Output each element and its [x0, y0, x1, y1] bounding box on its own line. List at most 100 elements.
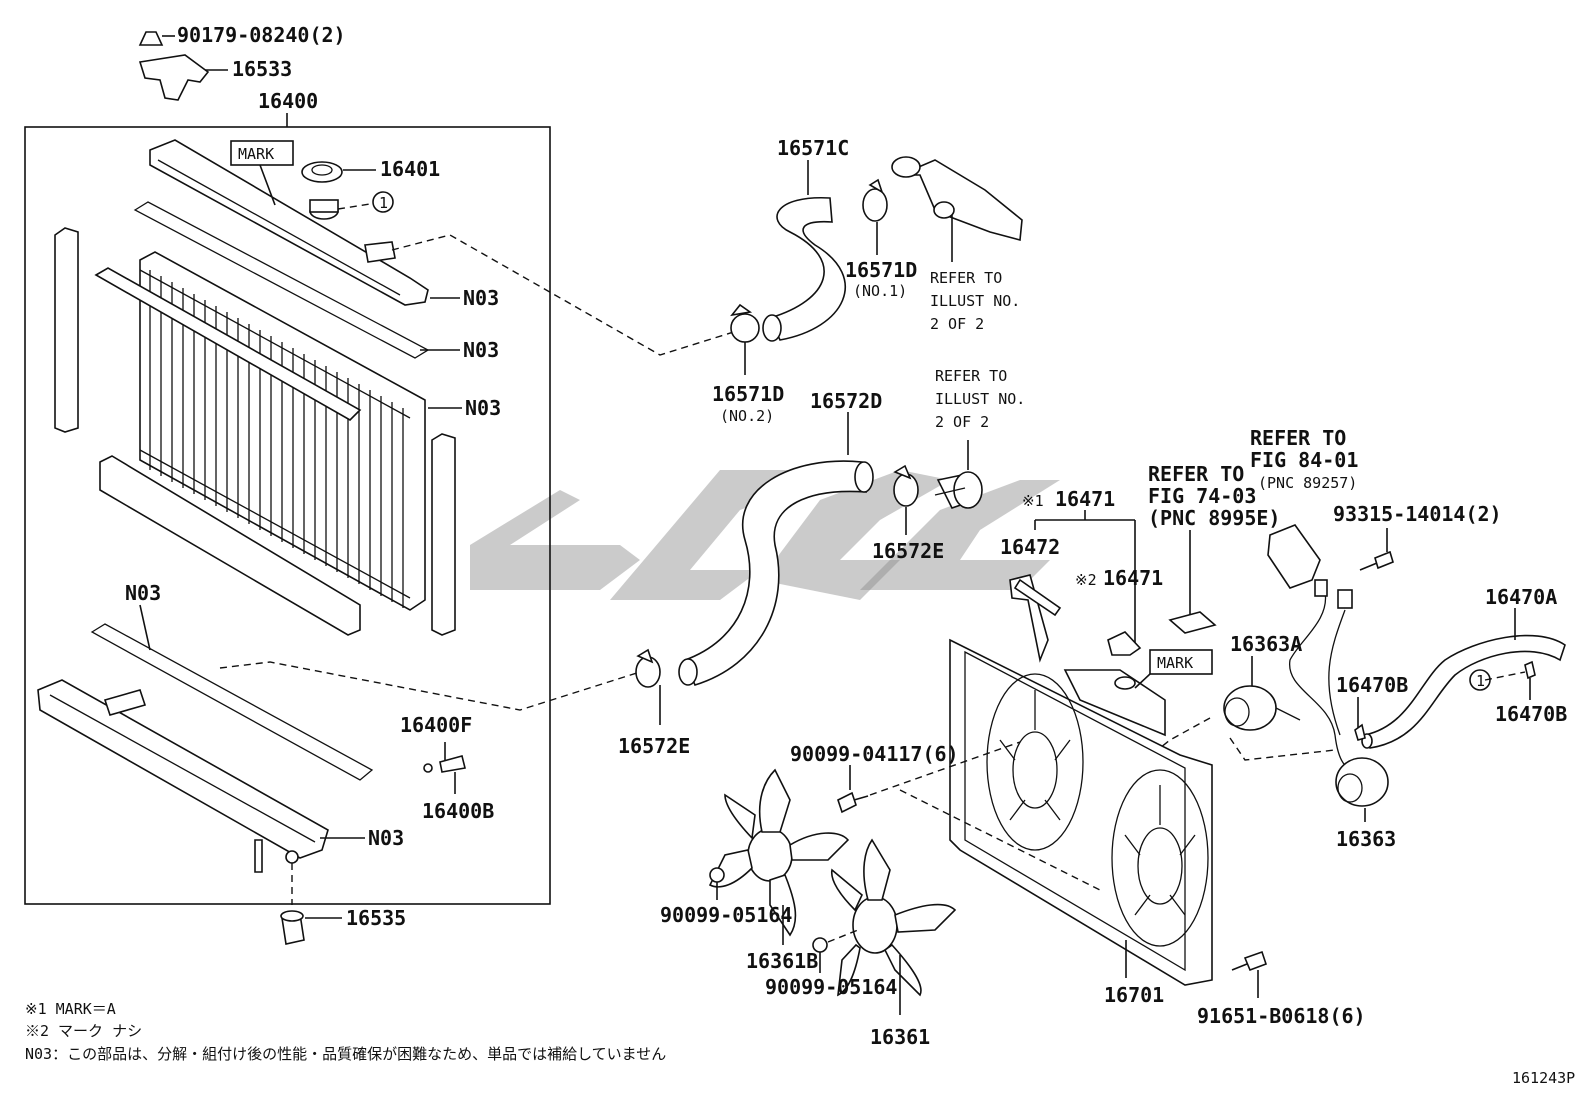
label-16471-mark1: 16471 — [1055, 487, 1115, 511]
svg-text:1: 1 — [1476, 672, 1485, 690]
clamp-16572E-lower-icon — [635, 648, 661, 688]
footnote-3: N03：この部品は、分解・組付け後の性能・品質確保が困難なため、単品では補給して… — [25, 1045, 666, 1063]
label-16401: 16401 — [380, 157, 440, 181]
fan-mark-label: MARK — [1157, 654, 1193, 672]
callout-1-top — [372, 191, 394, 213]
label-plate-icon — [1168, 611, 1217, 634]
fan-relay-icon — [1267, 524, 1321, 589]
label-16571D-no1: 16571D — [845, 258, 917, 282]
fan-shroud-16701-icon — [949, 574, 1213, 986]
refer-note-4-line1: REFER TO — [1250, 426, 1346, 450]
label-93315: 93315-14014(2) — [1333, 502, 1502, 526]
label-16470A: 16470A — [1485, 585, 1557, 609]
refer-note-3-line3: (PNC 8995E) — [1148, 506, 1280, 530]
svg-text:1: 1 — [379, 194, 388, 212]
label-16572E-upper: 16572E — [872, 539, 944, 563]
refer-note-2-line3: 2 OF 2 — [935, 413, 989, 431]
upper-hose-16571C-icon — [762, 197, 846, 342]
drain-plug-16535-icon — [280, 910, 342, 945]
refer-note-3-line1: REFER TO — [1148, 462, 1244, 486]
lower-hose-16572D-icon — [678, 460, 874, 686]
nut-90099-05164-b-icon — [812, 937, 828, 953]
bolt-93315-icon — [1359, 550, 1394, 571]
label-16470B-left: 16470B — [1336, 673, 1408, 697]
label-90099-05164-a: 90099-05164 — [660, 903, 792, 927]
label-16400F: 16400F — [400, 713, 472, 737]
fan-cover-16471-icon — [1107, 631, 1142, 656]
side-seal-left — [54, 227, 79, 433]
fan-motor-16363A-icon — [1223, 685, 1301, 731]
label-16361B: 16361B — [746, 949, 818, 973]
refer-note-1-line1: REFER TO — [930, 269, 1002, 287]
lower-tank-icon — [37, 679, 329, 873]
side-seal-right — [431, 433, 456, 636]
radiator-core-icon — [94, 251, 462, 611]
label-16572E-lower: 16572E — [618, 734, 690, 758]
label-no1: (NO.1) — [853, 282, 907, 300]
fan-16361-icon — [830, 838, 957, 997]
refer-note-1-line3: 2 OF 2 — [930, 315, 984, 333]
label-16572D: 16572D — [810, 389, 882, 413]
clamp-16571D-no2-icon — [730, 303, 760, 343]
fan-mark-box — [1149, 649, 1213, 675]
label-16571C: 16571C — [777, 136, 849, 160]
mark-1: ※1 — [1022, 492, 1044, 510]
label-n03-4: N03 — [125, 581, 161, 605]
upper-tank-icon — [149, 139, 429, 306]
refer-note-1-line2: ILLUST NO. — [930, 292, 1020, 310]
bracket-16533-icon — [138, 54, 228, 101]
bolt-91651-icon — [1231, 950, 1268, 972]
dashed-line-motor — [1159, 717, 1336, 761]
clip-16470B-right-icon — [1524, 660, 1536, 680]
gasket-n03-lower — [90, 623, 374, 781]
mark-2: ※2 — [1075, 571, 1097, 589]
label-n03-2: N03 — [463, 338, 499, 362]
radiator-cap-16401-icon — [301, 161, 343, 220]
label-n03-1: N03 — [463, 286, 499, 310]
water-inlet-icon — [934, 471, 983, 509]
label-16361: 16361 — [870, 1025, 930, 1049]
label-90099-04117: 90099-04117(6) — [790, 742, 959, 766]
footnote-2: ※2 マーク ナシ — [25, 1022, 142, 1040]
fan-motor-16363-icon — [1335, 757, 1389, 807]
label-n03-5: N03 — [368, 826, 404, 850]
label-16471-mark2: 16471 — [1103, 566, 1163, 590]
radiator-mark-label: MARK — [238, 145, 274, 163]
reference-code: 161243P — [1512, 1069, 1575, 1087]
label-16535: 16535 — [346, 906, 406, 930]
nut-90099-05164-a-icon — [709, 867, 725, 883]
clamp-16572E-upper-icon — [893, 464, 919, 507]
lower-seal-strip — [99, 455, 361, 636]
dashed-line-lower-hose — [219, 661, 641, 711]
label-n03-3: N03 — [465, 396, 501, 420]
bolt-90099-04117-icon — [837, 791, 869, 814]
label-16400B: 16400B — [422, 799, 494, 823]
refer-note-4-line2: FIG 84-01 — [1250, 448, 1358, 472]
label-16533: 16533 — [232, 57, 292, 81]
wire-harness-icon — [1289, 579, 1356, 771]
label-16470B-right: 16470B — [1495, 702, 1567, 726]
callout-1-right — [1469, 669, 1491, 691]
label-16701: 16701 — [1104, 983, 1164, 1007]
label-16400: 16400 — [258, 89, 318, 113]
radiator-mark-box — [230, 140, 294, 166]
label-90099-05164-b: 90099-05164 — [765, 975, 897, 999]
label-90179: 90179-08240(2) — [177, 23, 346, 47]
label-16472: 16472 — [1000, 535, 1060, 559]
footnote-1: ※1 MARK＝A — [25, 1000, 116, 1018]
drain-tube-16472-icon — [1013, 578, 1062, 617]
refer-note-2-line1: REFER TO — [935, 367, 1007, 385]
water-outlet-upper-icon — [891, 156, 1023, 242]
refer-note-4-line3: (PNC 89257) — [1258, 474, 1357, 492]
clip-16470B-left-icon — [1354, 723, 1366, 741]
drain-cock-icon — [423, 742, 466, 794]
label-16363: 16363 — [1336, 827, 1396, 851]
dashed-line-upper-hose — [391, 234, 741, 356]
label-91651: 91651-B0618(6) — [1197, 1004, 1366, 1028]
refer-note-3-line2: FIG 74-03 — [1148, 484, 1256, 508]
label-16363A: 16363A — [1230, 632, 1302, 656]
label-no2: (NO.2) — [720, 407, 774, 425]
nut-90179-icon — [138, 31, 175, 46]
refer-note-2-line2: ILLUST NO. — [935, 390, 1025, 408]
